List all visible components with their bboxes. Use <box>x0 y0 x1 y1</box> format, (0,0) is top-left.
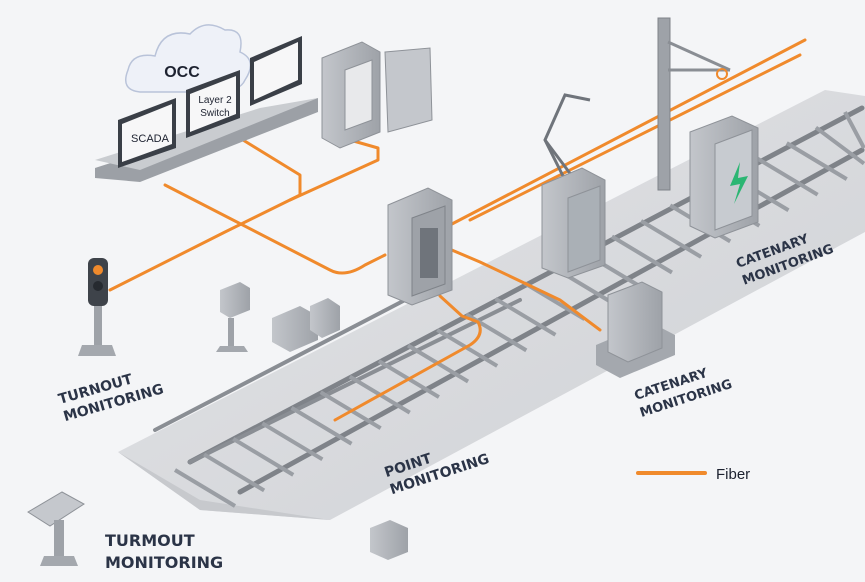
switch-monitor: Layer 2 Switch <box>186 70 240 138</box>
cabinet-icon <box>541 167 606 279</box>
screen-switch-line2: Switch <box>200 108 229 119</box>
cabinet-icon <box>321 41 433 149</box>
legend-fiber-label: Fiber <box>716 466 750 483</box>
sensor-box-icon <box>27 491 85 566</box>
sensor-box-icon <box>216 282 250 352</box>
sleeper <box>494 297 557 337</box>
sleeper <box>173 468 237 508</box>
sleeper <box>785 141 848 181</box>
signal-light-icon <box>78 258 116 356</box>
sleeper <box>232 437 295 477</box>
sleeper <box>843 111 865 149</box>
sleeper <box>640 219 703 259</box>
label-turnout-2-line2: MONITORING <box>105 553 223 572</box>
cabinet-icon <box>689 115 759 239</box>
lightning-icon <box>730 162 748 204</box>
sensor-box-icon <box>370 520 408 560</box>
sleeper <box>261 421 324 462</box>
screen-scada: SCADA <box>131 133 170 145</box>
sleeper <box>610 234 673 275</box>
sleeper <box>814 125 865 166</box>
legend: Fiber <box>636 466 750 483</box>
pantograph-icon <box>543 93 591 181</box>
occ-label: OCC <box>164 64 200 81</box>
screen-switch-line1: Layer 2 <box>198 95 232 106</box>
cloud-icon: OCC <box>125 24 252 93</box>
sleeper <box>756 156 819 197</box>
sleeper <box>290 406 353 446</box>
sensor-box-icon <box>272 306 318 352</box>
cabinet-icon <box>596 281 675 378</box>
monitor-icon <box>250 36 302 106</box>
sensor-box-icon <box>310 298 340 338</box>
fiber-routes <box>108 38 807 422</box>
sleeper <box>203 452 266 493</box>
monitor-icon: SCADA <box>118 98 176 168</box>
cabinet-icon <box>387 187 453 306</box>
catenary-mast-icon <box>657 17 731 191</box>
label-turnout-2-line1: TURMOUT <box>105 531 195 550</box>
ballast-bed-edge <box>118 452 330 520</box>
